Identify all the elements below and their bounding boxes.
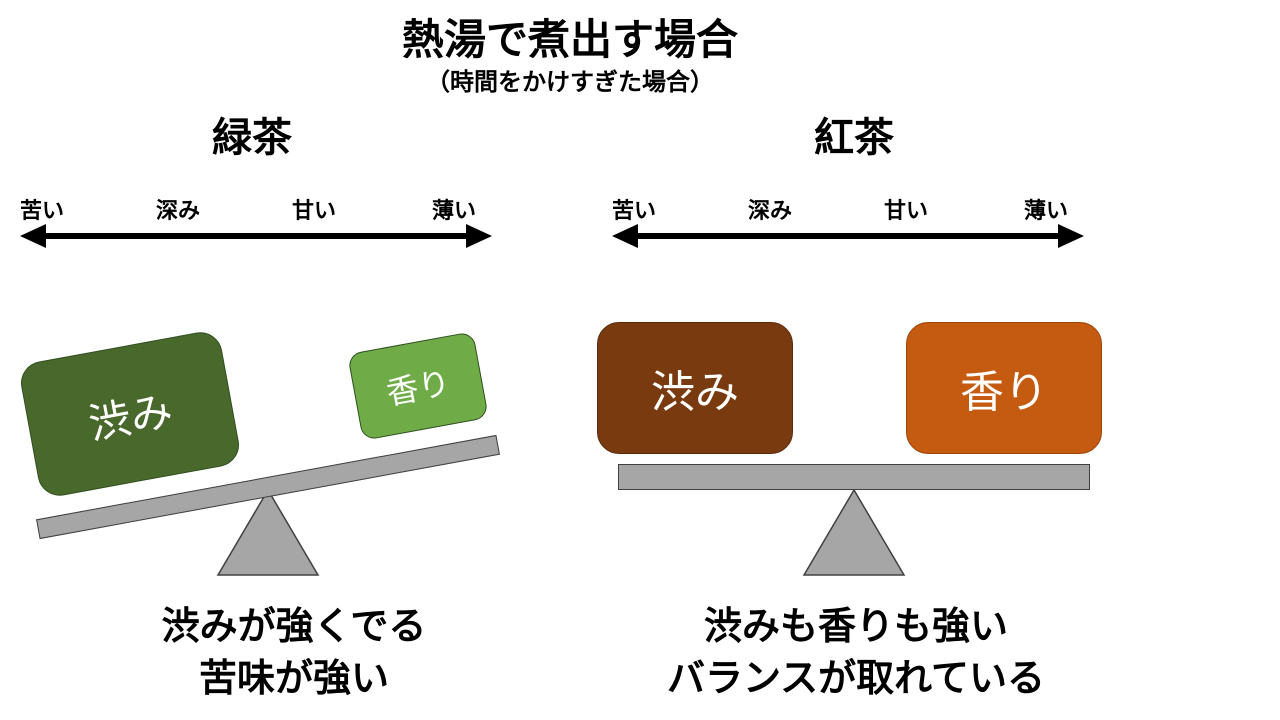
green-tea-caption-line2: 苦味が強い — [198, 656, 389, 700]
astringency-label: 渋み — [651, 367, 739, 418]
black-tea-seesaw-beam — [618, 464, 1090, 490]
green-tea-axis-arrow — [20, 224, 492, 248]
black-tea-astringency-block: 渋み — [597, 322, 793, 454]
aroma-label: 香り — [383, 363, 454, 413]
page-title: 熱湯で煮出す場合 — [401, 15, 738, 64]
axis-label-sweet: 甘い — [884, 199, 929, 224]
black-tea-heading: 紅茶 — [814, 115, 894, 161]
axis-label-light: 薄い — [1024, 199, 1069, 224]
axis-label-sweet: 甘い — [292, 199, 337, 224]
green-tea-caption-line1: 渋みが強くでる — [161, 604, 427, 648]
black-tea-fulcrum — [802, 488, 906, 576]
green-tea-heading: 緑茶 — [212, 115, 292, 161]
black-tea-axis-arrow — [612, 224, 1084, 248]
axis-label-light: 薄い — [432, 199, 477, 224]
black-tea-caption-line1: 渋みも香りも強い — [703, 604, 1008, 648]
black-tea-caption-line2: バランスが取れている — [666, 656, 1046, 700]
green-tea-fulcrum — [216, 488, 320, 576]
axis-label-depth: 深み — [156, 199, 201, 224]
axis-label-bitter: 苦い — [612, 199, 657, 224]
axis-label-depth: 深み — [748, 199, 793, 224]
black-tea-aroma-block: 香り — [906, 322, 1102, 454]
astringency-label: 渋み — [84, 385, 177, 449]
page-subtitle: （時間をかけすぎた場合） — [426, 68, 714, 96]
aroma-label: 香り — [960, 367, 1048, 418]
axis-label-bitter: 苦い — [20, 199, 65, 224]
